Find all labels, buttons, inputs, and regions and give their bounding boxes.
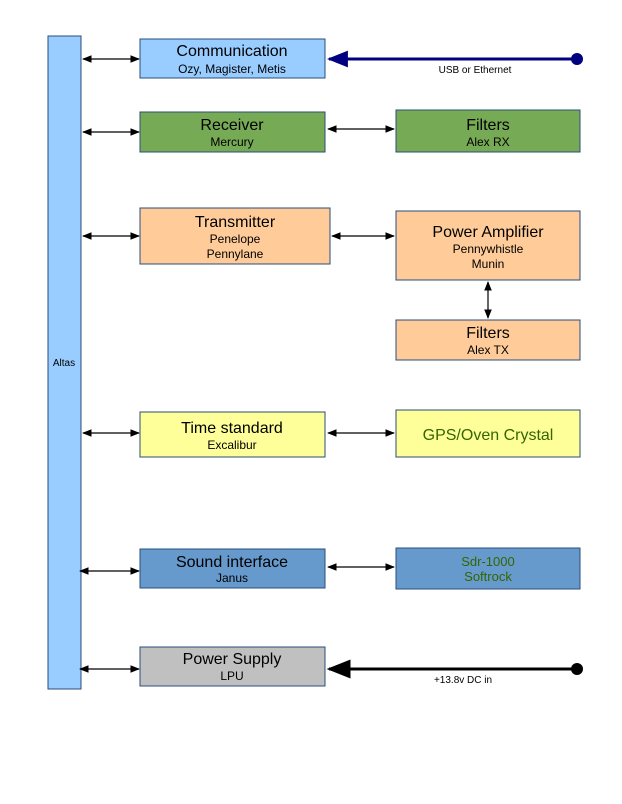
receiver-title: Receiver — [200, 117, 264, 134]
dc-input-label: +13.8v DC in — [434, 675, 492, 686]
usb-endpoint-dot — [571, 53, 583, 65]
power-amplifier-title: Power Amplifier — [432, 224, 544, 241]
power-amplifier-subtitle-1: Pennywhistle — [453, 242, 524, 256]
altas-label: Altas — [53, 358, 75, 369]
communication-block: Communication Ozy, Magister, Metis — [139, 38, 326, 79]
communication-subtitle: Ozy, Magister, Metis — [178, 62, 286, 76]
bus-connectors — [79, 55, 140, 673]
receiver-subtitle: Mercury — [210, 135, 253, 149]
time-standard-title: Time standard — [181, 420, 283, 437]
transmitter-subtitle-1: Penelope — [210, 232, 261, 246]
rx-filters-subtitle: Alex RX — [466, 135, 509, 149]
rx-filters-title: Filters — [466, 117, 510, 134]
receiver-block: Receiver Mercury — [139, 111, 326, 153]
block-connectors — [327, 125, 492, 571]
dc-input-link: +13.8v DC in — [326, 659, 583, 686]
power-amplifier-subtitle-2: Munin — [472, 257, 505, 271]
power-supply-block: Power Supply LPU — [139, 646, 326, 687]
dc-endpoint-dot — [571, 663, 583, 675]
communication-title: Communication — [176, 43, 287, 60]
power-supply-title: Power Supply — [183, 651, 282, 668]
time-standard-block: Time standard Excalibur — [139, 411, 326, 458]
sdr-label: Sdr-1000 — [461, 554, 514, 569]
transmitter-subtitle-2: Pennylane — [207, 247, 264, 261]
gps-oven-title: GPS/Oven Crystal — [423, 427, 554, 444]
tx-filters-title: Filters — [466, 325, 510, 342]
usb-ethernet-label: USB or Ethernet — [439, 65, 512, 76]
power-amplifier-block: Power Amplifier Pennywhistle Munin — [395, 210, 581, 281]
sdr-softrock-block: Sdr-1000 Softrock — [395, 547, 581, 590]
tx-filters-subtitle: Alex TX — [467, 343, 509, 357]
transmitter-title: Transmitter — [195, 214, 276, 231]
time-standard-subtitle: Excalibur — [207, 438, 256, 452]
altas-bus: Altas — [47, 35, 82, 690]
softrock-label: Softrock — [464, 569, 512, 584]
rx-filters-block: Filters Alex RX — [395, 109, 581, 153]
sound-interface-title: Sound interface — [176, 554, 288, 571]
sound-interface-subtitle: Janus — [216, 571, 248, 585]
power-supply-subtitle: LPU — [220, 669, 243, 683]
sound-interface-block: Sound interface Janus — [139, 548, 326, 589]
tx-filters-block: Filters Alex TX — [395, 319, 581, 361]
gps-oven-block: GPS/Oven Crystal — [395, 409, 581, 458]
transmitter-block: Transmitter Penelope Pennylane — [139, 207, 331, 265]
usb-ethernet-link: USB or Ethernet — [326, 50, 583, 76]
